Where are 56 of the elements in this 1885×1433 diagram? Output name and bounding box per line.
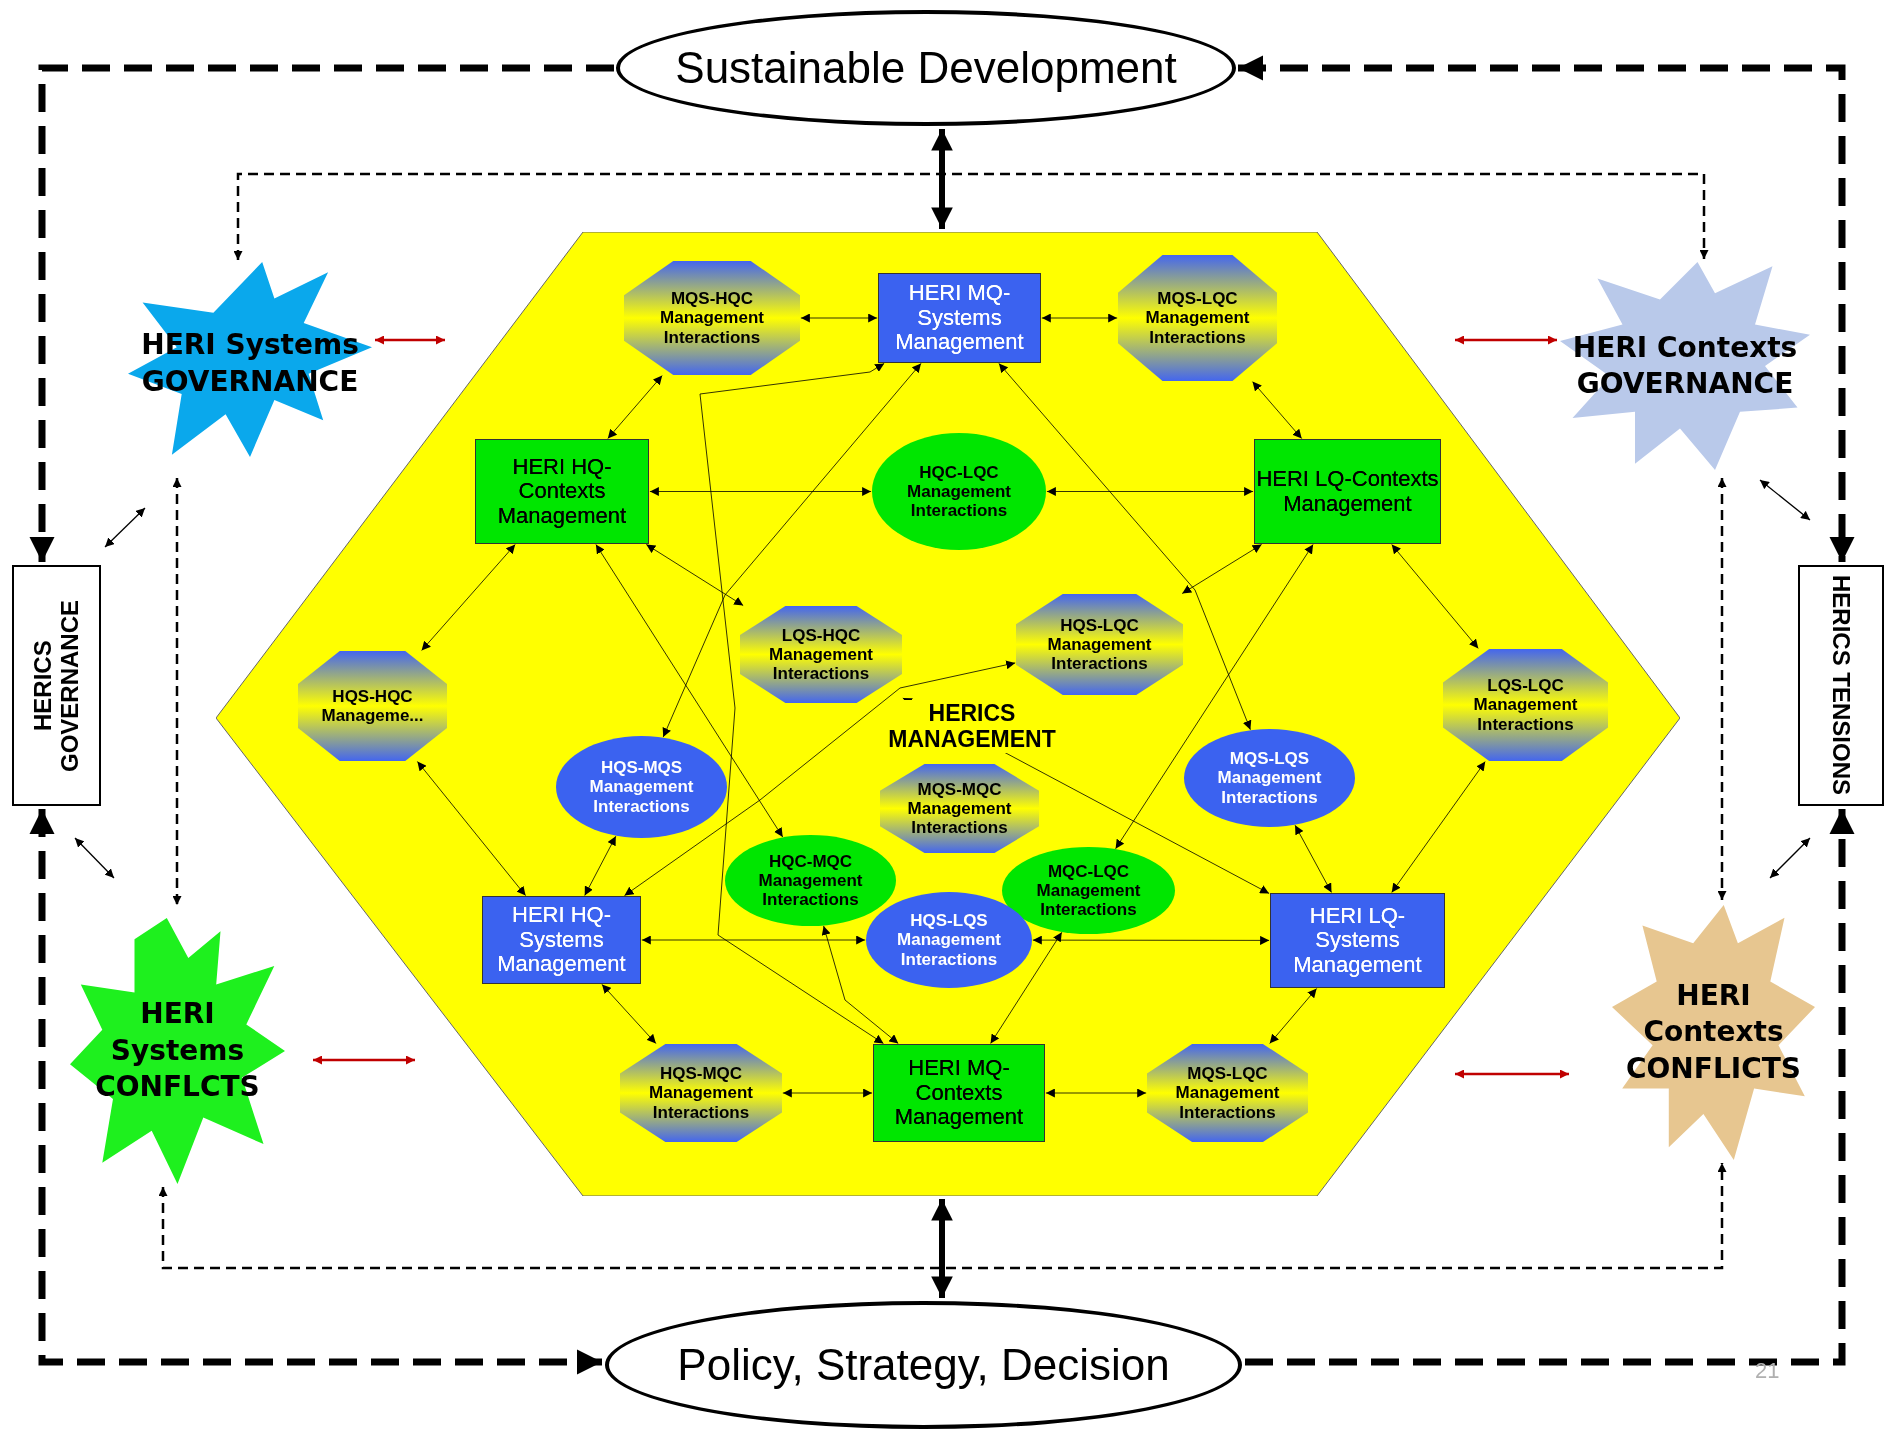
arrow — [601, 984, 657, 1044]
arrow — [1391, 761, 1486, 893]
arrow — [1032, 935, 1270, 945]
dashed-arrow — [1717, 478, 1727, 900]
arrow — [624, 660, 1016, 896]
process-box: HERI HQ-Contexts Management — [475, 439, 649, 544]
arrow — [1759, 479, 1811, 521]
panel-title: HERICS MANAGEMENT — [886, 700, 1058, 753]
dashed-arrow — [233, 172, 1709, 260]
arrow — [1769, 837, 1811, 879]
arrow — [1041, 313, 1118, 323]
process-box: HERI HQ-Systems Management — [482, 896, 641, 984]
arrow — [1115, 544, 1314, 850]
dashed-arrow — [172, 478, 182, 905]
arrow — [1455, 335, 1557, 345]
arrow — [649, 487, 872, 496]
ellipse-node: Sustainable Development — [616, 10, 1236, 126]
arrow — [421, 544, 516, 651]
process-box: HERI LQ-Contexts Management — [1254, 439, 1441, 544]
arrow — [417, 761, 526, 896]
arrow — [782, 1088, 873, 1098]
ellipse-node: Policy, Strategy, Decision — [605, 1301, 1242, 1429]
arrow — [104, 507, 146, 548]
arrow — [645, 544, 744, 606]
arrow — [800, 313, 878, 323]
arrow — [641, 935, 866, 945]
starburst-shape: HERI Contexts CONFLICTS — [1612, 905, 1815, 1160]
arrow — [1252, 381, 1303, 439]
arrow — [902, 697, 1270, 894]
dashed-arrow — [158, 1163, 1727, 1270]
arrow — [998, 363, 1252, 731]
arrow — [931, 129, 953, 229]
arrow — [1391, 544, 1479, 649]
arrow — [1181, 544, 1262, 594]
arrow — [1269, 988, 1317, 1044]
arrow — [584, 835, 617, 896]
arrow — [821, 925, 899, 1044]
vertical-box: HERICS TENSIONS — [1798, 565, 1884, 806]
arrow — [595, 544, 784, 838]
process-box: HERI MQ-Contexts Management — [873, 1044, 1045, 1142]
starburst-shape: HERI Contexts GOVERNANCE — [1560, 262, 1810, 470]
process-box: HERI LQ-Systems Management — [1270, 893, 1445, 988]
arrow — [662, 363, 922, 738]
arrow — [1046, 487, 1254, 496]
arrow — [990, 931, 1063, 1044]
vertical-box: HERICS GOVERNANCE — [12, 565, 101, 806]
arrow — [1455, 1069, 1569, 1079]
arrow — [375, 335, 445, 345]
arrow — [607, 375, 663, 439]
arrow — [1294, 824, 1332, 893]
process-box: HERI MQ-Systems Management — [878, 273, 1041, 363]
arrow — [313, 1055, 415, 1065]
arrow — [931, 1199, 953, 1298]
page-number: 21 — [1755, 1358, 1780, 1384]
arrow — [74, 837, 115, 879]
arrow — [1045, 1088, 1147, 1098]
